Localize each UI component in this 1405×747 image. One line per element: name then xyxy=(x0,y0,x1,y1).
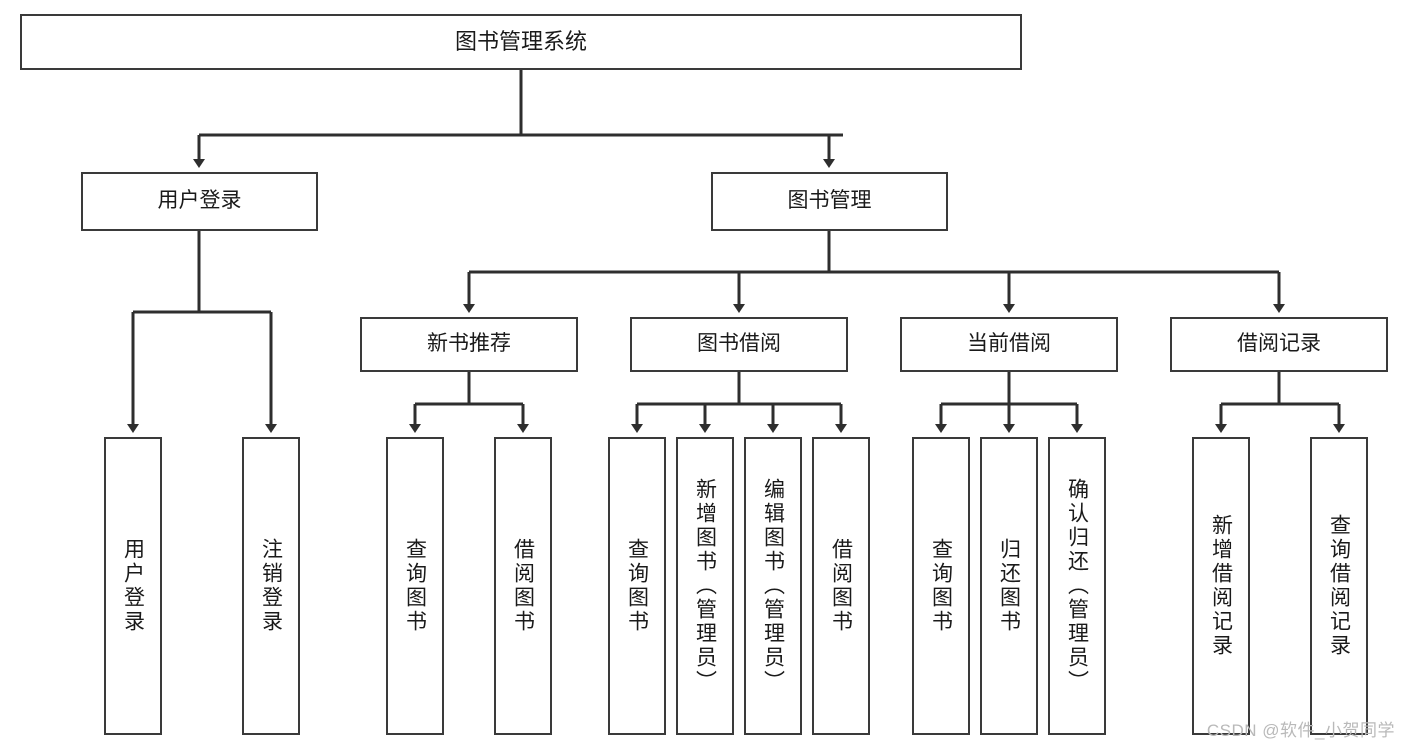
node-new-book-recommend[interactable]: 新书推荐 xyxy=(360,317,578,372)
leaf-borrow-add-book-admin[interactable]: 新增图书（管理员） xyxy=(676,437,734,735)
watermark-text: CSDN @软件_小贺同学 xyxy=(1206,721,1395,740)
leaf-current-confirm-return-admin[interactable]: 确认归还（管理员） xyxy=(1048,437,1106,735)
leaf-borrow-borrow-book[interactable]: 借阅图书 xyxy=(812,437,870,735)
leaf-user-login-signin[interactable]: 用户登录 xyxy=(104,437,162,735)
node-book-borrow[interactable]: 图书借阅 xyxy=(630,317,848,372)
node-root-system[interactable]: 图书管理系统 xyxy=(20,14,1022,70)
node-book-management[interactable]: 图书管理 xyxy=(711,172,948,231)
node-label: 图书管理系统 xyxy=(454,29,587,55)
leaf-user-login-signout[interactable]: 注销登录 xyxy=(242,437,300,735)
node-label: 借阅记录 xyxy=(1237,332,1321,356)
leaf-new-book-query[interactable]: 查询图书 xyxy=(386,437,444,735)
node-label: 用户登录 xyxy=(121,538,145,634)
node-label: 查询借阅记录 xyxy=(1327,514,1351,658)
node-label: 查询图书 xyxy=(929,538,953,634)
leaf-current-query-book[interactable]: 查询图书 xyxy=(912,437,970,735)
node-label: 归还图书 xyxy=(997,538,1021,634)
leaf-borrow-query-book[interactable]: 查询图书 xyxy=(608,437,666,735)
node-label: 用户登录 xyxy=(157,189,242,213)
node-label: 查询图书 xyxy=(625,538,649,634)
node-label: 查询图书 xyxy=(403,538,427,634)
leaf-current-return-book[interactable]: 归还图书 xyxy=(980,437,1038,735)
leaf-new-book-borrow[interactable]: 借阅图书 xyxy=(494,437,552,735)
node-current-borrow[interactable]: 当前借阅 xyxy=(900,317,1118,372)
node-label: 新增借阅记录 xyxy=(1209,514,1233,658)
node-label: 借阅图书 xyxy=(511,538,535,634)
node-label: 确认归还（管理员） xyxy=(1065,478,1089,694)
node-borrow-record[interactable]: 借阅记录 xyxy=(1170,317,1388,372)
node-label: 编辑图书（管理员） xyxy=(761,478,785,694)
node-label: 新增图书（管理员） xyxy=(693,478,717,694)
node-label: 图书管理 xyxy=(787,189,872,213)
leaf-record-add-record[interactable]: 新增借阅记录 xyxy=(1192,437,1250,735)
node-label: 借阅图书 xyxy=(829,538,853,634)
leaf-record-query-record[interactable]: 查询借阅记录 xyxy=(1310,437,1368,735)
node-label: 图书借阅 xyxy=(697,332,781,356)
node-user-login[interactable]: 用户登录 xyxy=(81,172,318,231)
node-label: 当前借阅 xyxy=(967,332,1051,356)
node-label: 新书推荐 xyxy=(427,332,511,356)
node-label: 注销登录 xyxy=(259,538,283,634)
leaf-borrow-edit-book-admin[interactable]: 编辑图书（管理员） xyxy=(744,437,802,735)
